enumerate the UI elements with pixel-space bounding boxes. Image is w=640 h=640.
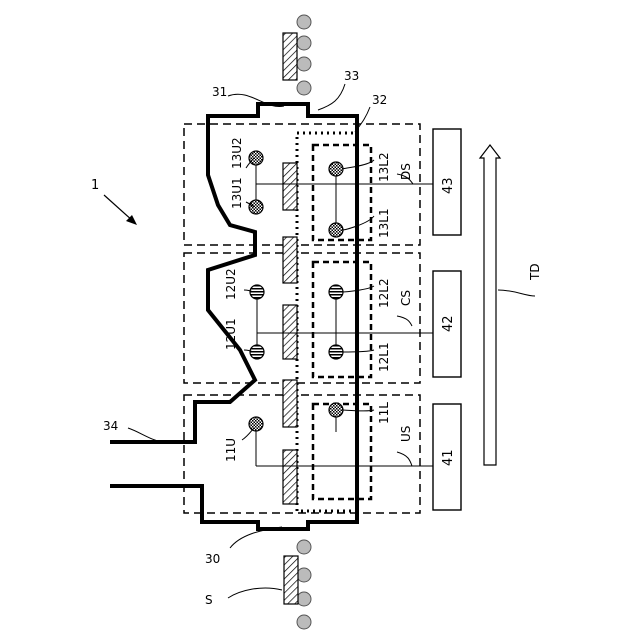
label-12l2: 12L2 (377, 278, 391, 308)
substrate-top (283, 33, 297, 80)
label-13u2: 13U2 (230, 137, 244, 169)
bottom-rollers (297, 540, 311, 629)
label-13l1: 13L1 (377, 208, 391, 238)
label-43: 43 (441, 177, 456, 194)
label-s: S (205, 593, 213, 607)
sensor-13l2 (329, 162, 343, 176)
label-cs: CS (399, 290, 413, 306)
label-12l1: 12L1 (377, 342, 391, 372)
label-33: 33 (344, 69, 359, 83)
inner-boxes (313, 145, 371, 499)
label-41: 41 (441, 449, 456, 466)
label-11u: 11U (224, 438, 238, 462)
label-12u2: 12U2 (224, 268, 238, 300)
sensor-12l2 (329, 285, 343, 299)
sensor-13l1 (329, 223, 343, 237)
figure-ref-arrow (104, 195, 137, 225)
sensor-11l (329, 403, 343, 417)
label-30: 30 (205, 552, 220, 566)
label-12u1: 12U1 (224, 318, 238, 350)
label-1: 1 (91, 178, 99, 193)
substrate-s (284, 556, 298, 604)
chamber-32 (297, 133, 357, 511)
label-us: US (399, 426, 413, 442)
label-42: 42 (441, 315, 456, 332)
sensor-13u1 (249, 200, 263, 214)
top-rollers (297, 15, 311, 95)
label-11l: 11L (377, 402, 391, 424)
td-arrow (480, 145, 500, 465)
label-td: TD (528, 263, 542, 281)
label-31: 31 (212, 85, 227, 99)
label-ds: DS (399, 163, 413, 180)
sensor-12l1 (329, 345, 343, 359)
sensor-11u (249, 417, 263, 431)
label-34: 34 (103, 419, 118, 433)
label-32: 32 (372, 93, 387, 107)
label-13l2: 13L2 (377, 152, 391, 182)
sensor-13u2 (249, 151, 263, 165)
label-13u1: 13U1 (230, 177, 244, 209)
